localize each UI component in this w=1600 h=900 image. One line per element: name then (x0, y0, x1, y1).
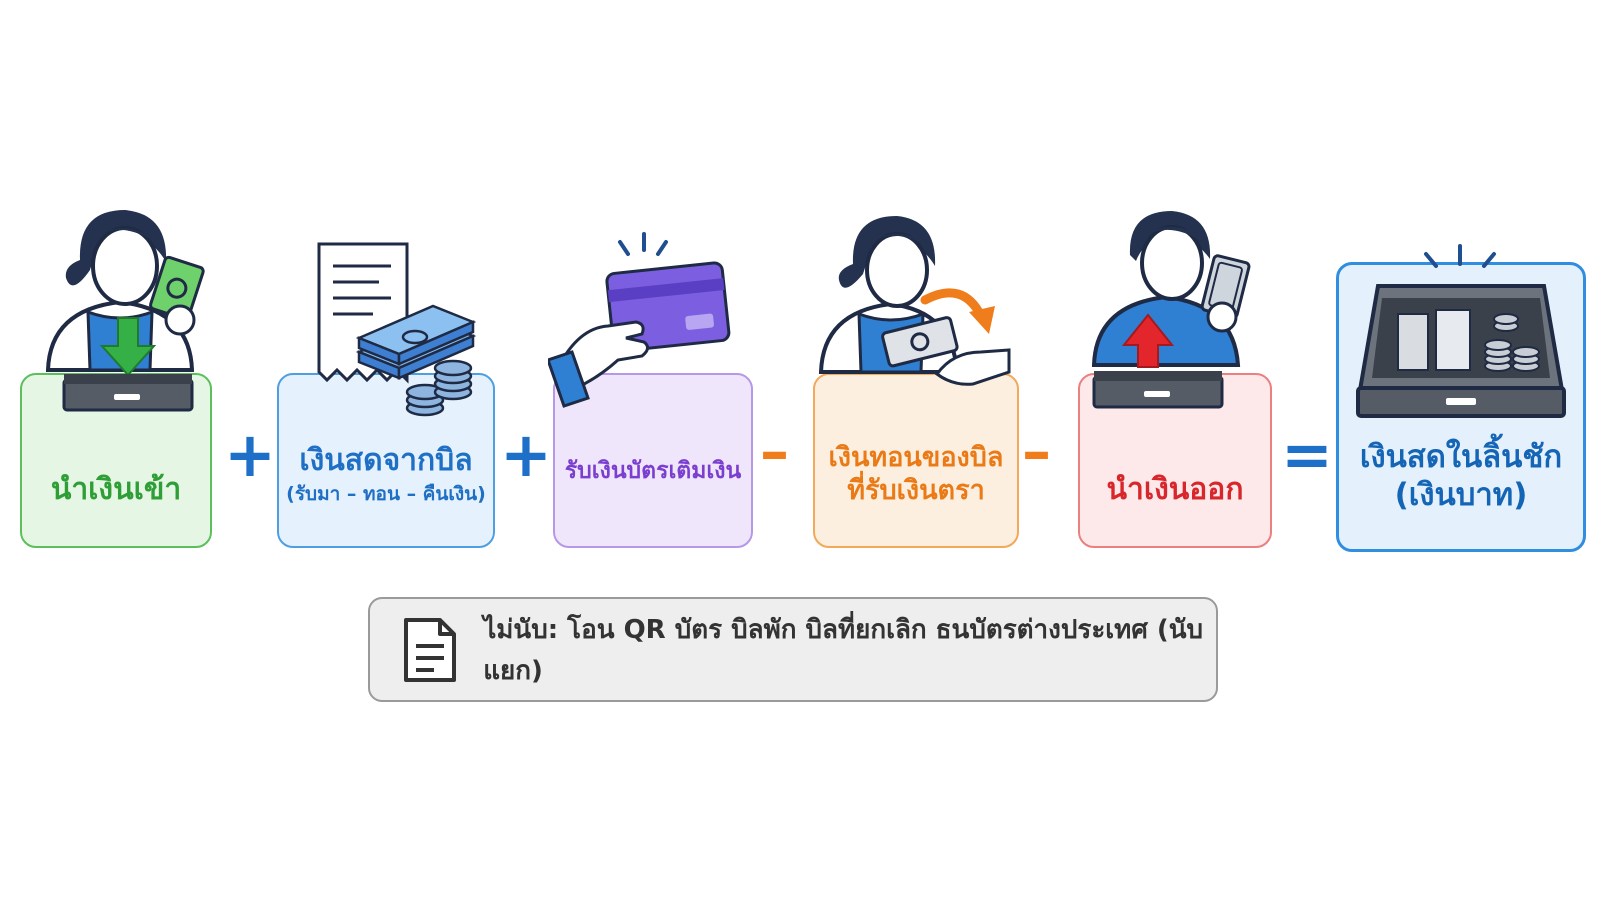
term-cash-out-label: นำเงินออก (1106, 471, 1244, 507)
operator-minus-2: – (1022, 417, 1051, 485)
term-bill-cash-sub: (รับมา – ทอน – คืนเงิน) (286, 482, 486, 505)
change-icon (818, 216, 1011, 386)
term-bill-cash-label: เงินสดจากบิล (299, 443, 473, 478)
document-icon (392, 616, 467, 684)
term-prepaid-card-label: รับเงินบัตรเติมเงิน (564, 458, 742, 485)
receipt-cash-icon (317, 242, 477, 417)
operator-minus-1: – (760, 417, 789, 485)
operator-plus-2: + (500, 418, 552, 491)
operator-plus-1: + (224, 418, 276, 491)
term-change: เงินทอนของบิล ที่รับเงินตรา (813, 373, 1019, 548)
term-change-line1: เงินทอนของบิล (828, 441, 1004, 473)
operator-equals: = (1281, 418, 1333, 491)
drawer-icon (1356, 244, 1566, 418)
cash-out-icon (1091, 211, 1251, 409)
cash-in-icon (45, 210, 205, 412)
result-line2: (เงินบาท) (1394, 477, 1528, 514)
exclusion-note: ไม่นับ: โอน QR บัตร บิลพัก บิลที่ยกเลิก … (368, 597, 1218, 702)
term-change-line2: ที่รับเงินตรา (847, 475, 985, 507)
result-line1: เงินสดในลิ้นชัก (1359, 438, 1563, 475)
exclusion-note-text: ไม่นับ: โอน QR บัตร บิลพัก บิลที่ยกเลิก … (483, 614, 1204, 686)
card-icon (548, 232, 731, 408)
term-bill-cash: เงินสดจากบิล (รับมา – ทอน – คืนเงิน) (277, 373, 495, 548)
term-cash-in-label: นำเงินเข้า (50, 471, 182, 507)
term-prepaid-card: รับเงินบัตรเติมเงิน (553, 373, 753, 548)
